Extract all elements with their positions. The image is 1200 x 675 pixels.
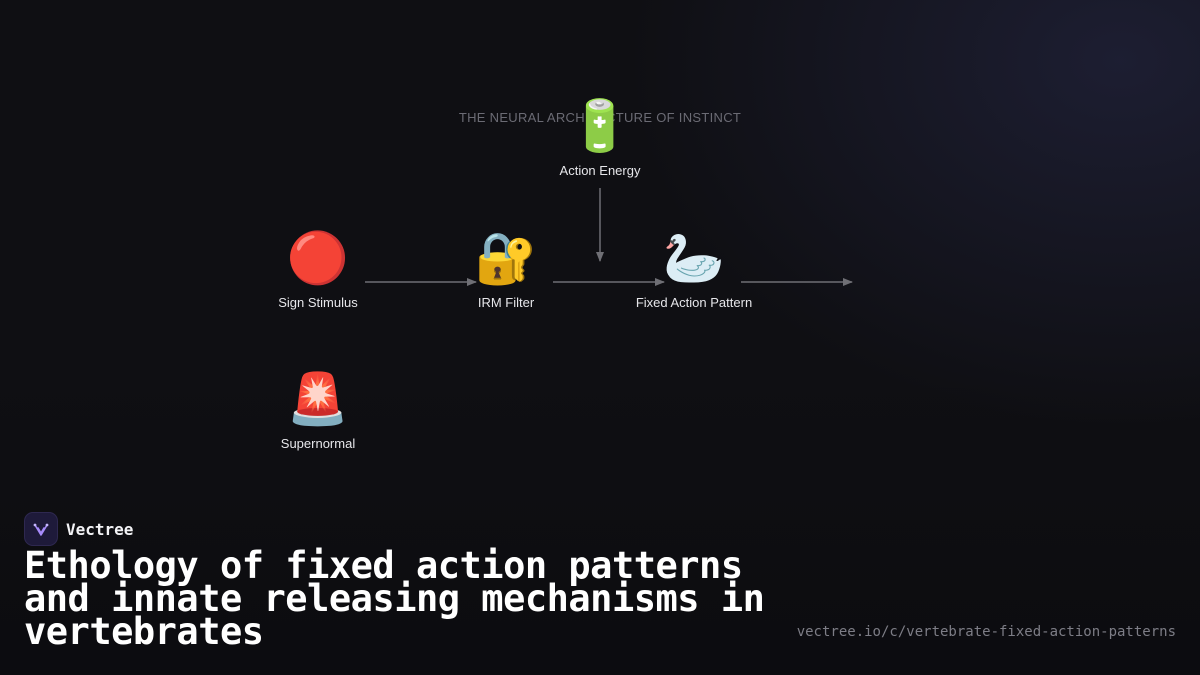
page-url[interactable]: vectree.io/c/vertebrate-fixed-action-pat… bbox=[796, 624, 1176, 640]
node-label-action-energy: Action Energy bbox=[559, 163, 641, 178]
node-label-fixed-action-pattern: Fixed Action Pattern bbox=[635, 295, 753, 310]
lock-with-key-icon: 🔐 bbox=[474, 229, 538, 287]
node-action-energy: 🔋 Action Energy bbox=[500, 98, 700, 178]
battery-icon: 🔋 bbox=[568, 97, 632, 155]
node-label-irm-filter: IRM Filter bbox=[477, 295, 535, 310]
swan-icon: 🦢 bbox=[662, 229, 726, 287]
brand-name: Vectree bbox=[66, 519, 134, 539]
node-label-sign-stimulus: Sign Stimulus bbox=[278, 295, 358, 310]
rotating-light-icon: 🚨 bbox=[286, 370, 350, 428]
diagram-title: THE NEURAL ARCHITECTURE OF INSTINCT bbox=[458, 110, 742, 125]
red-circle-icon: 🔴 bbox=[286, 229, 350, 287]
node-irm-filter: 🔐 IRM Filter bbox=[406, 230, 606, 310]
vectree-logo-icon bbox=[24, 512, 58, 546]
node-sign-stimulus: 🔴 Sign Stimulus bbox=[218, 230, 418, 310]
brand: Vectree bbox=[24, 512, 133, 546]
node-supernormal: 🚨 Supernormal bbox=[218, 371, 418, 451]
node-fixed-action-pattern: 🦢 Fixed Action Pattern bbox=[594, 230, 794, 310]
node-label-supernormal: Supernormal bbox=[280, 436, 356, 451]
page-title: Ethology of fixed action patterns and in… bbox=[24, 544, 765, 653]
